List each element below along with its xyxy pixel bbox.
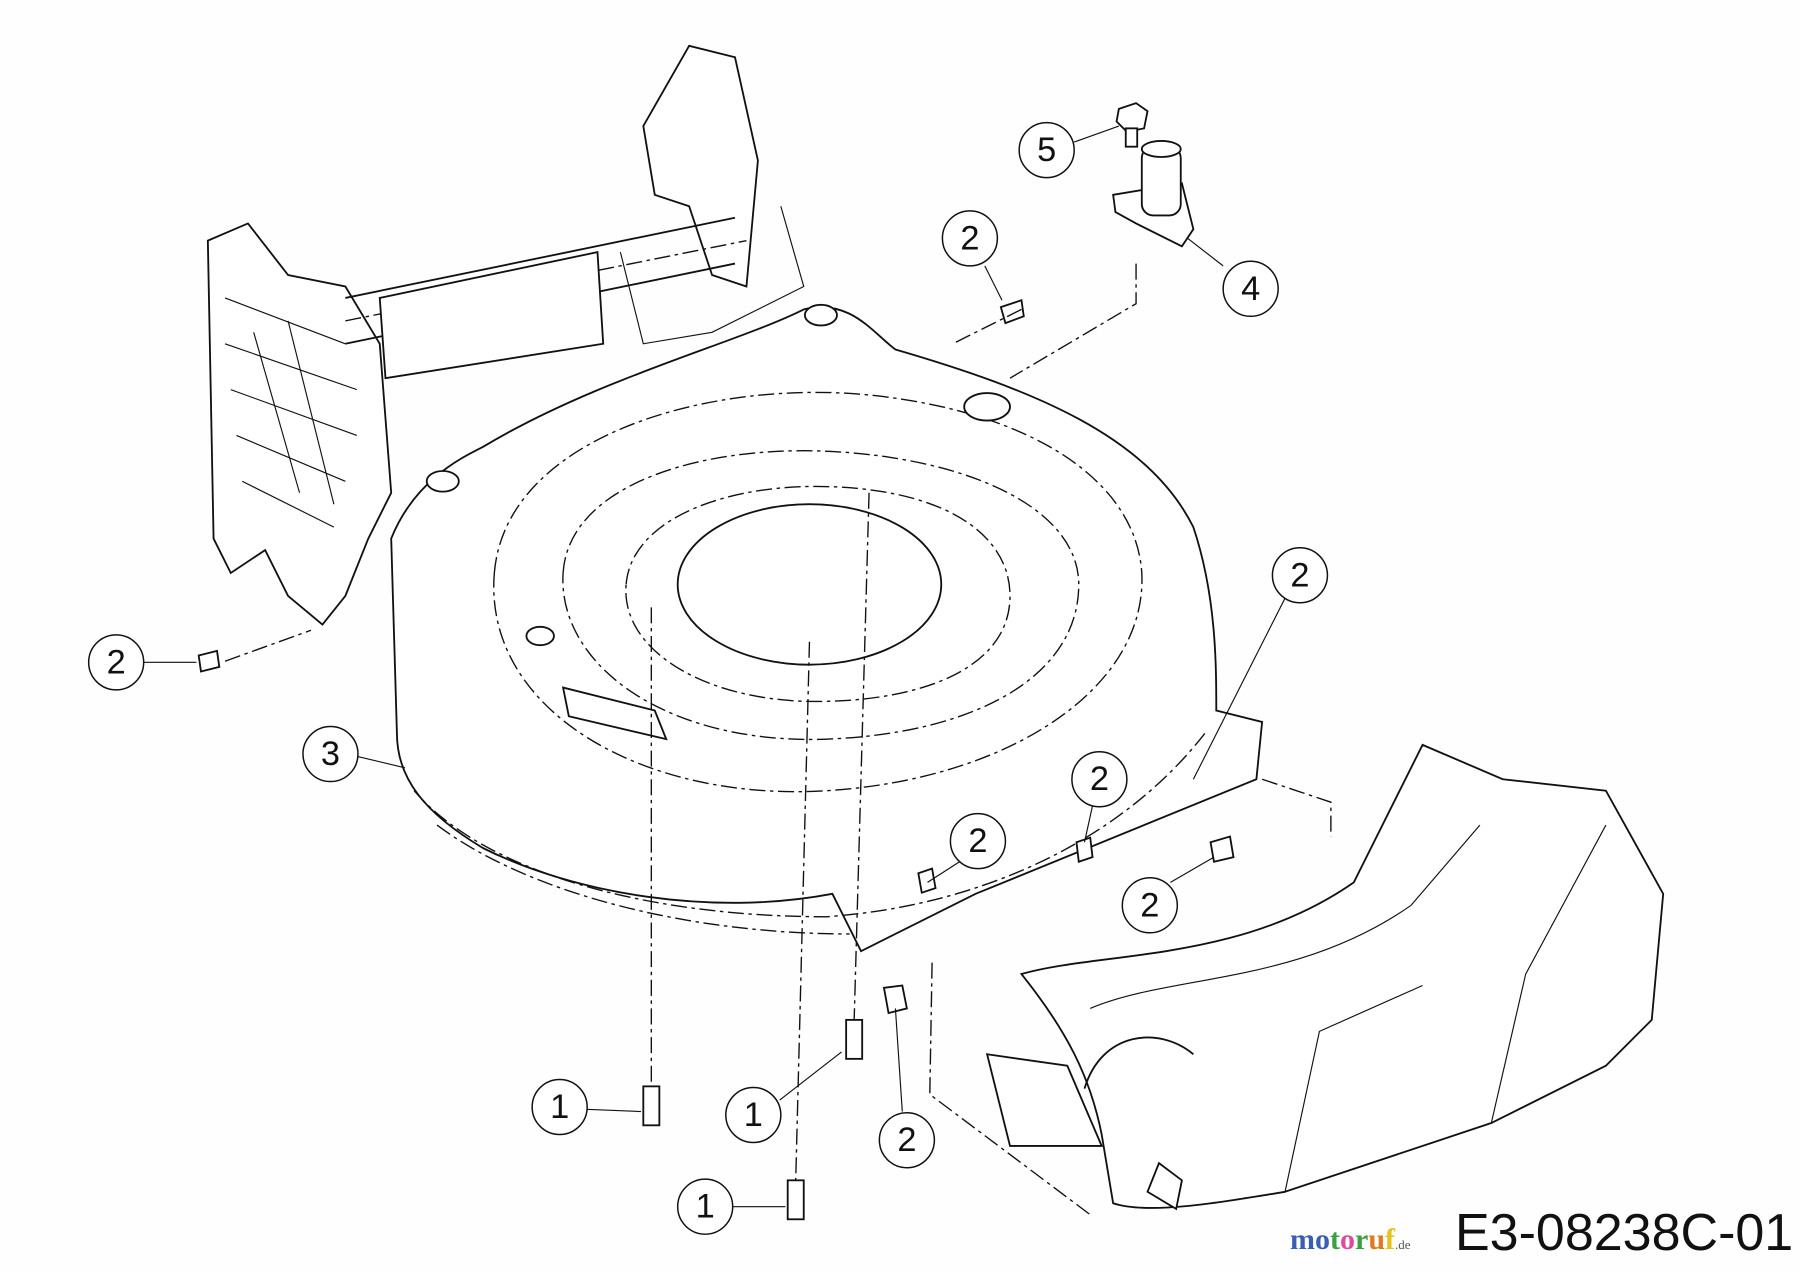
- callout-2[interactable]: 2: [1121, 877, 1179, 934]
- callout-4[interactable]: 4: [1222, 260, 1279, 318]
- callout-label: 2: [968, 822, 987, 860]
- callout-label: 2: [1090, 760, 1109, 798]
- callout-2[interactable]: 2: [1071, 750, 1128, 808]
- callout-label: 1: [696, 1188, 715, 1226]
- leader-arrows: [142, 125, 1286, 1208]
- assembly-lines: [224, 263, 1332, 1216]
- callout-label: 2: [1140, 886, 1159, 924]
- watermark-letter: m: [1290, 1223, 1315, 1256]
- watermark-letter: r: [1355, 1223, 1369, 1256]
- callout-5[interactable]: 5: [1018, 121, 1075, 179]
- callout-2[interactable]: 2: [87, 634, 145, 691]
- watermark-letter: o: [1315, 1223, 1330, 1256]
- callout-label: 1: [744, 1096, 763, 1134]
- callout-2[interactable]: 2: [878, 1111, 936, 1169]
- callout-label: 2: [960, 219, 979, 257]
- watermark-letter: u: [1368, 1223, 1386, 1256]
- callout-2[interactable]: 2: [1271, 547, 1329, 604]
- drawing-number: E3-08238C-01: [1455, 1204, 1794, 1262]
- watermark-letter: t: [1330, 1223, 1340, 1256]
- callout-label: 5: [1037, 131, 1056, 169]
- callout-label: 1: [550, 1088, 569, 1126]
- rear-frame: [206, 44, 805, 626]
- fasteners: [197, 299, 1235, 1221]
- callout-2[interactable]: 2: [949, 812, 1007, 870]
- callout-label: 2: [897, 1121, 916, 1159]
- watermark-logo: motoruf.de: [1290, 1222, 1411, 1263]
- callout-label: 2: [107, 643, 126, 681]
- watermark-letter: o: [1340, 1223, 1355, 1256]
- callout-label: 2: [1290, 556, 1309, 594]
- callout-1[interactable]: 1: [531, 1078, 588, 1136]
- mower-deck: [390, 303, 1264, 953]
- callout-1[interactable]: 1: [725, 1086, 782, 1144]
- callout-label: 4: [1241, 270, 1260, 308]
- wash-port-part: [1112, 102, 1195, 248]
- callout-label: 3: [321, 735, 340, 773]
- watermark-suffix: .de: [1395, 1237, 1411, 1252]
- callout-3[interactable]: 3: [302, 725, 359, 783]
- mulch-plug: [985, 743, 1665, 1211]
- callout-1[interactable]: 1: [676, 1178, 734, 1235]
- watermark-letter: f: [1385, 1223, 1396, 1256]
- callout-2[interactable]: 2: [941, 210, 999, 267]
